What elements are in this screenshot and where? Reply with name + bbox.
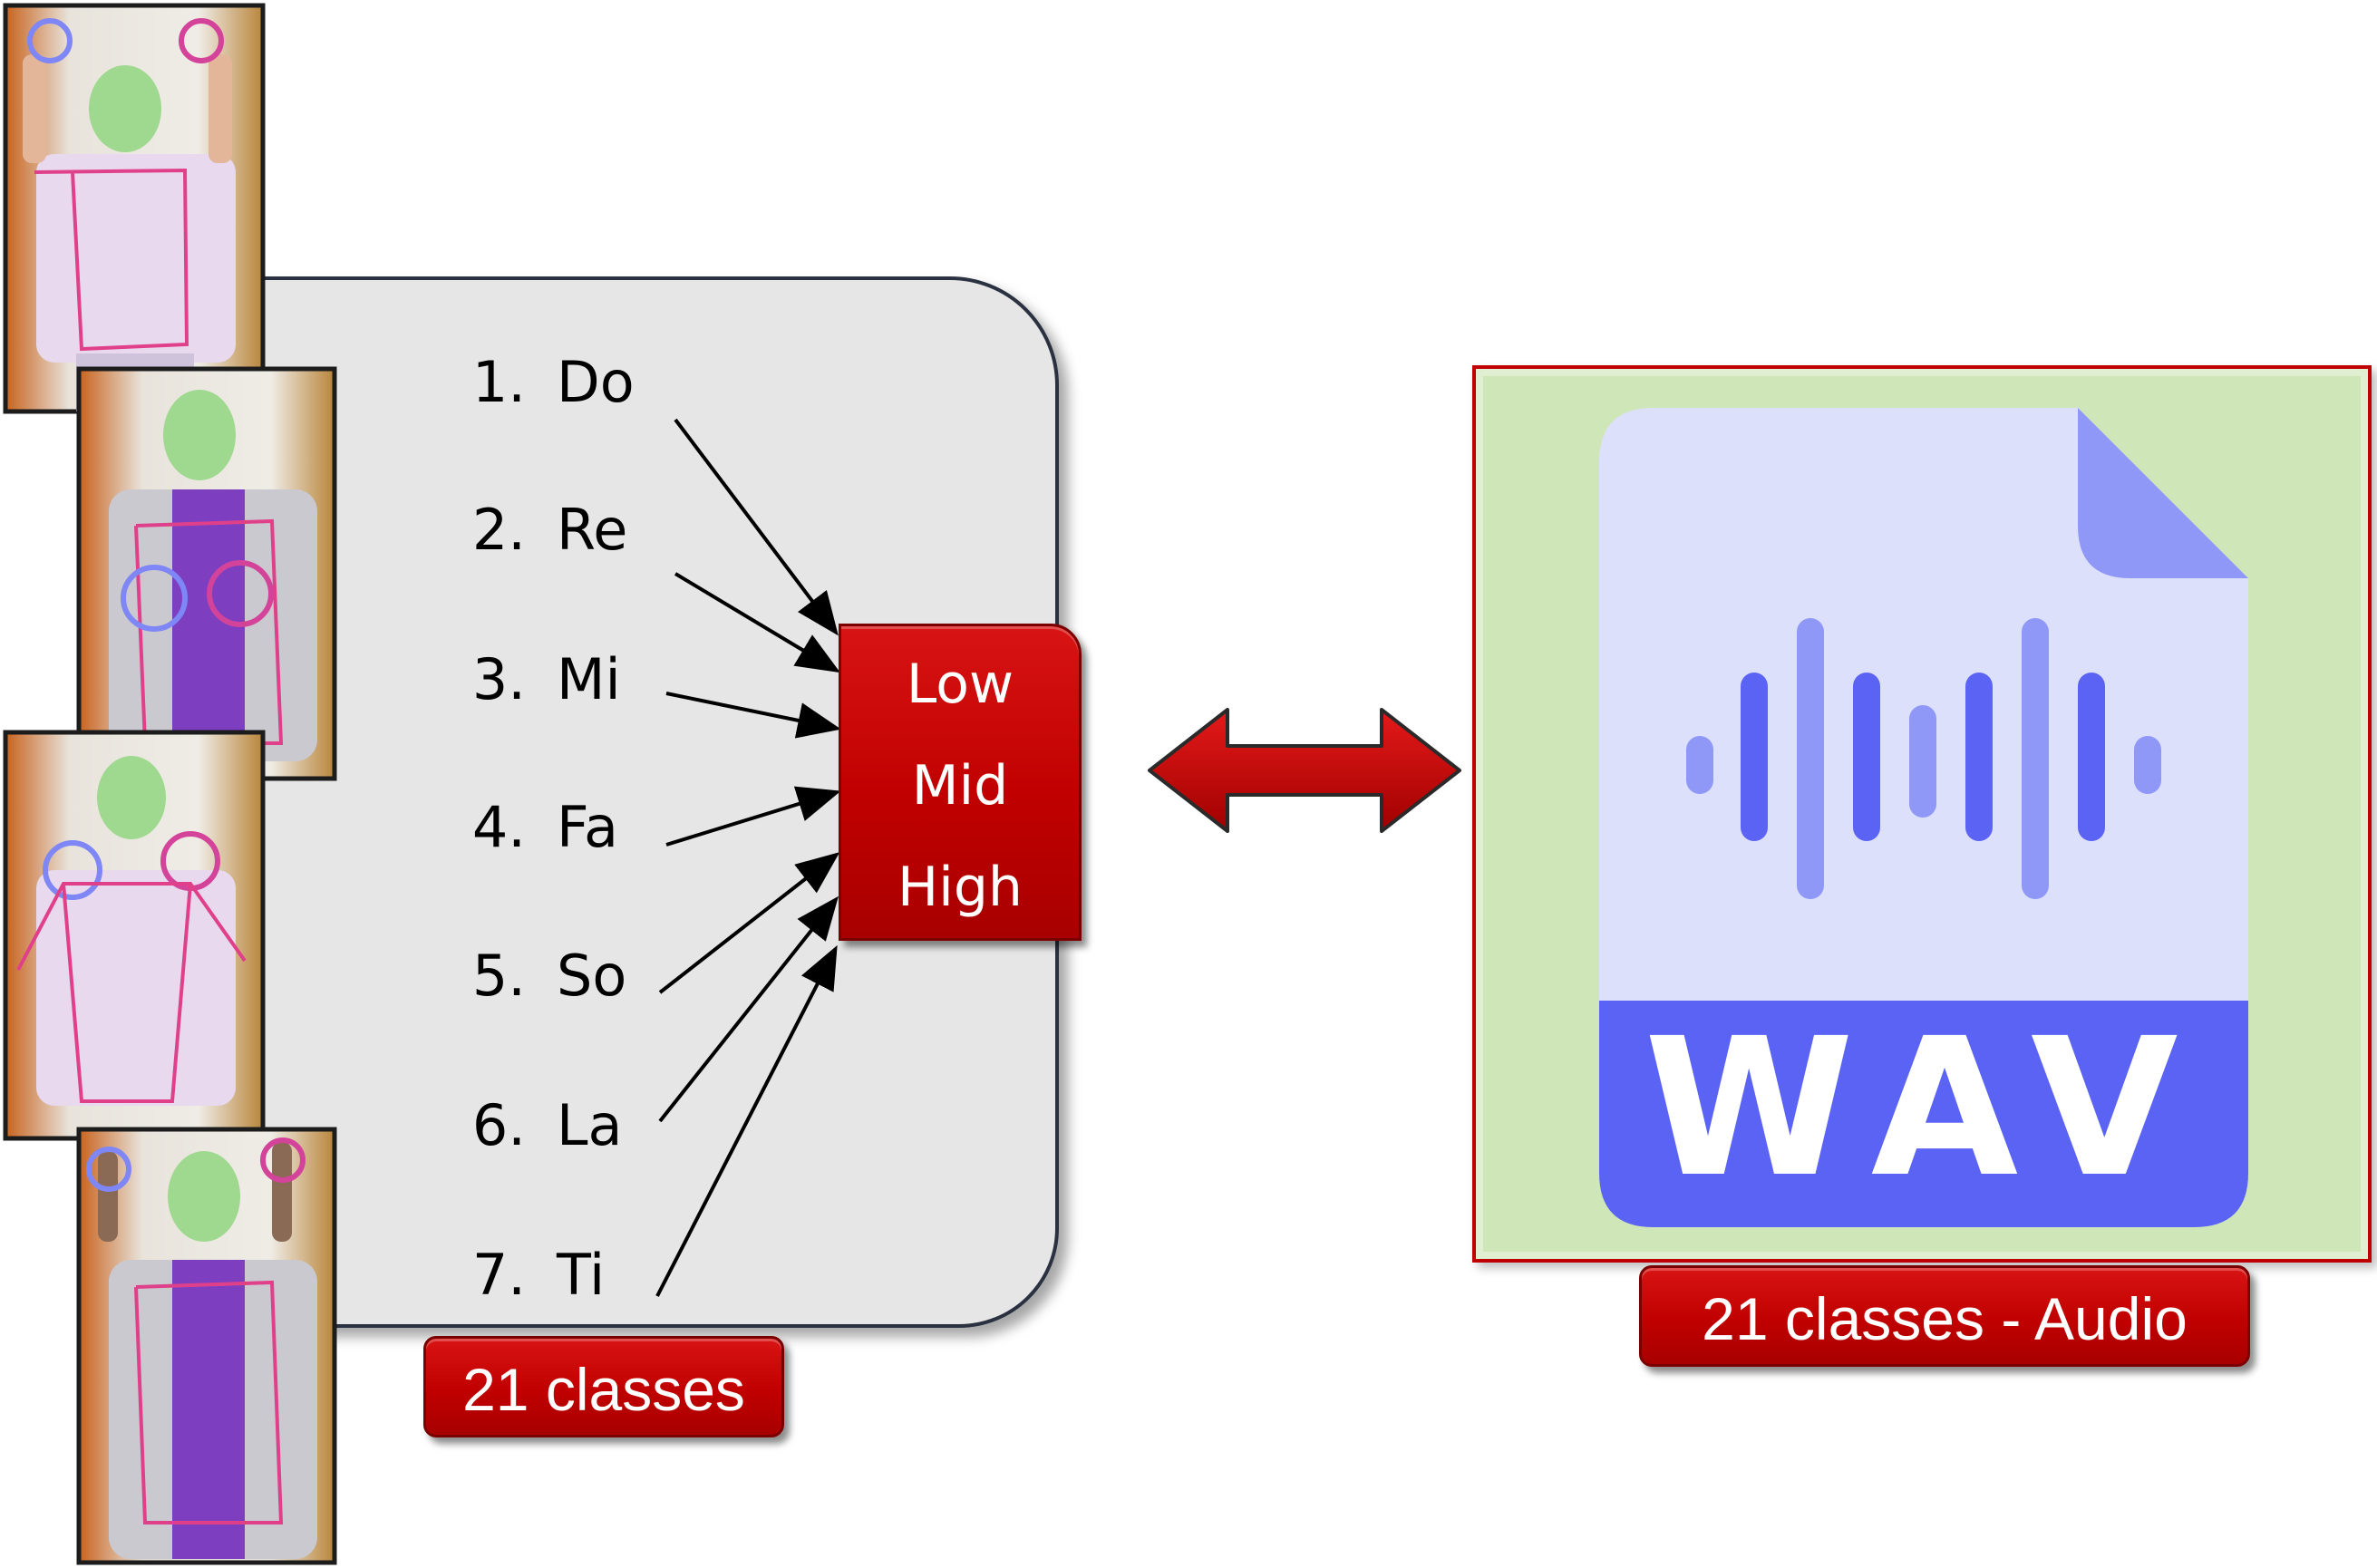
audio-file-icon xyxy=(1599,408,2248,1227)
note-item-4: 4. Fa xyxy=(426,794,618,860)
note-number: 5. xyxy=(471,943,526,1009)
note-item-1: 1. Do xyxy=(426,349,635,415)
note-item-6: 6. La xyxy=(426,1092,623,1158)
note-name: Ti xyxy=(557,1242,606,1308)
level-low: Low xyxy=(906,653,1014,716)
note-name: Fa xyxy=(557,794,618,860)
level-high: High xyxy=(897,856,1023,919)
level-mid: Mid xyxy=(911,754,1009,818)
note-number: 7. xyxy=(471,1242,526,1308)
note-name: Mi xyxy=(557,646,621,712)
arrow-so xyxy=(658,852,840,994)
arrow-la xyxy=(658,895,839,1123)
note-name: So xyxy=(557,943,627,1009)
note-number: 6. xyxy=(471,1092,526,1158)
audio-classes-label: 21 classes - Audio xyxy=(1702,1285,2188,1352)
note-number: 3. xyxy=(471,646,526,712)
arrow-re xyxy=(674,572,840,673)
pose-photo-1 xyxy=(3,3,266,414)
pose-photo-3 xyxy=(3,730,266,1141)
audio-classes-badge: 21 classes - Audio xyxy=(1639,1265,2250,1367)
note-item-2: 2. Re xyxy=(426,497,628,563)
left-classes-badge: 21 classes xyxy=(423,1336,784,1437)
pose-photo-2 xyxy=(76,366,337,781)
note-item-3: 3. Mi xyxy=(426,646,621,712)
note-name: Re xyxy=(557,497,628,563)
note-name: Do xyxy=(557,349,635,415)
arrow-ti xyxy=(655,944,838,1297)
arrow-fa xyxy=(665,786,841,847)
arrow-do xyxy=(674,418,839,636)
level-box: Low Mid High xyxy=(839,624,1082,941)
note-number: 4. xyxy=(471,794,526,860)
wav-label: WAV xyxy=(1644,997,2204,1219)
note-number: 2. xyxy=(471,497,526,563)
note-number: 1. xyxy=(471,349,526,415)
pose-photo-4 xyxy=(76,1127,337,1565)
arrow-mi xyxy=(665,692,841,739)
note-item-7: 7. Ti xyxy=(426,1242,605,1308)
note-item-5: 5. So xyxy=(426,943,626,1009)
note-name: La xyxy=(557,1092,623,1158)
double-arrow-icon xyxy=(1148,708,1461,833)
left-classes-label: 21 classes xyxy=(462,1356,745,1423)
